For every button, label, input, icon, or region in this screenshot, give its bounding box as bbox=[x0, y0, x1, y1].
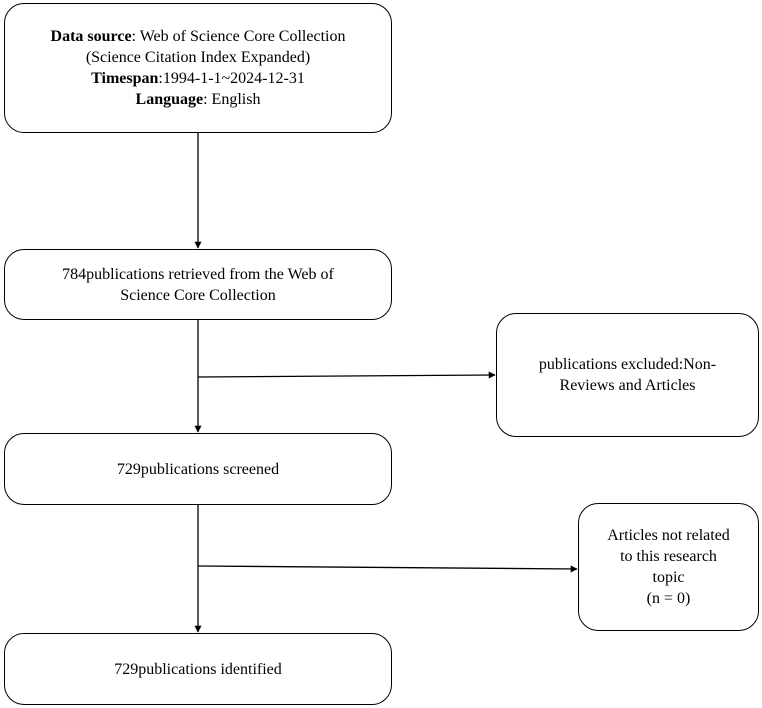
not-related-line-2: to this research bbox=[620, 548, 717, 565]
retrieved-box: 784publications retrieved from the Web o… bbox=[4, 249, 392, 320]
not-related-line-4: (n = 0) bbox=[646, 590, 691, 607]
identified-box: 729publications identified bbox=[4, 633, 392, 705]
language-label: Language bbox=[135, 91, 204, 108]
language-line: Language: English bbox=[136, 89, 261, 110]
excluded-line-2: Reviews and Articles bbox=[559, 377, 696, 394]
retrieved-line-1: 784publications retrieved from the Web o… bbox=[62, 265, 334, 283]
index-line: (Science Citation Index Expanded) bbox=[85, 49, 311, 66]
identified-text: 729publications identified bbox=[114, 660, 282, 678]
timespan-label: Timespan bbox=[91, 70, 159, 87]
data-source-label: Data source bbox=[50, 28, 132, 45]
timespan-value: :1994-1-1~2024-12-31 bbox=[158, 70, 305, 87]
not-related-line-1: Articles not related bbox=[607, 527, 730, 544]
arrow-to-not-related bbox=[197, 565, 578, 573]
data-source-value: : Web of Science Core Collection bbox=[131, 28, 346, 45]
excluded-box: publications excluded:Non- Reviews and A… bbox=[496, 313, 759, 437]
retrieved-line-2: Science Core Collection bbox=[120, 286, 276, 304]
language-value: : English bbox=[203, 91, 261, 108]
screened-box: 729publications screened bbox=[4, 433, 392, 505]
arrow-to-excluded bbox=[197, 371, 496, 379]
excluded-line-1: publications excluded:Non- bbox=[538, 356, 717, 373]
not-related-line-3: topic bbox=[652, 569, 685, 586]
not-related-box: Articles not related to this research to… bbox=[578, 503, 759, 631]
data-source-line: Data source: Web of Science Core Collect… bbox=[51, 26, 346, 47]
timespan-line: Timespan:1994-1-1~2024-12-31 bbox=[91, 68, 305, 89]
screened-text: 729publications screened bbox=[116, 460, 280, 478]
data-source-box: Data source: Web of Science Core Collect… bbox=[4, 3, 392, 133]
